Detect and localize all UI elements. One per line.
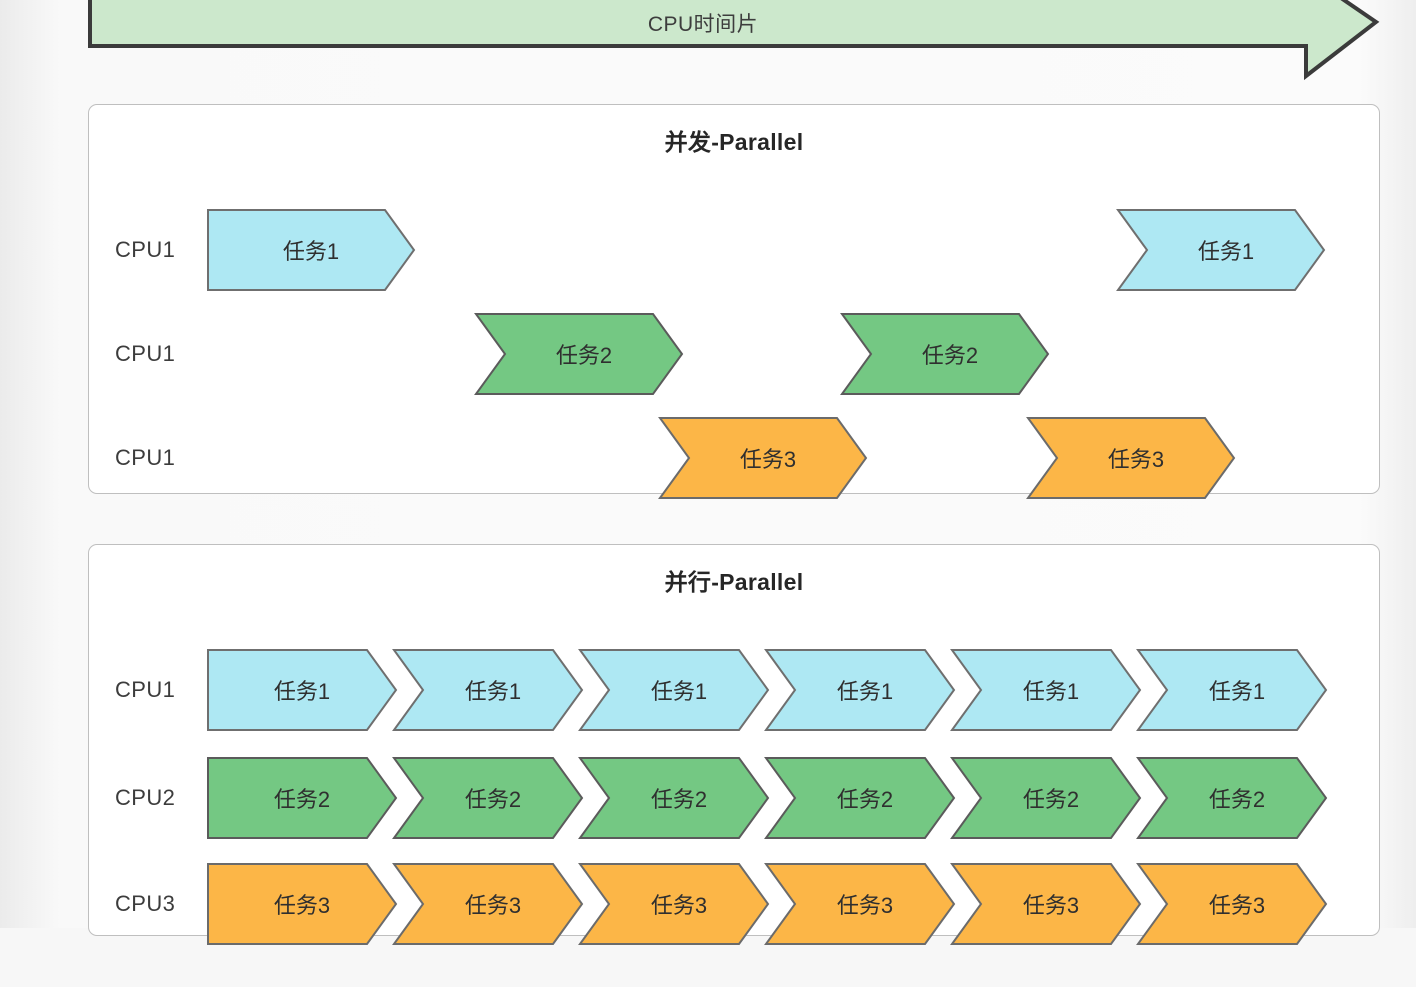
task-block-shape [392,649,584,731]
task-block-shape [658,417,868,499]
task-block[interactable]: 任务3 [1026,417,1236,499]
task-block-shape [207,649,398,731]
task-block[interactable]: 任务2 [207,757,398,839]
panel-concurrent-title: 并发-Parallel [664,129,804,155]
cpu-row: CPU1 任务1 任务1 [89,209,1379,291]
cpu-row-label: CPU3 [115,891,176,916]
cpu-row-label: CPU1 [115,445,176,470]
task-block-shape [1116,209,1326,291]
task-block[interactable]: 任务3 [1136,863,1328,945]
cpu-row: CPU1 任务2 任务2 [89,313,1379,395]
task-block[interactable]: 任务1 [764,649,956,731]
task-block[interactable]: 任务2 [392,757,584,839]
task-block[interactable]: 任务3 [207,863,398,945]
task-block[interactable]: 任务1 [207,209,416,291]
task-block-shape [950,649,1142,731]
cpu-row-label: CPU1 [115,237,176,262]
task-block[interactable]: 任务3 [950,863,1142,945]
task-block-shape [950,863,1142,945]
task-block-shape [392,757,584,839]
cpu-timeslice-arrow-shape [88,0,1380,81]
task-block-shape [578,863,770,945]
task-block[interactable]: 任务2 [764,757,956,839]
task-block-shape [1026,417,1236,499]
cpu-row-track: 任务2 任务2 [207,313,1379,395]
task-block-shape [840,313,1050,395]
task-block[interactable]: 任务1 [578,649,770,731]
task-block[interactable]: 任务3 [578,863,770,945]
cpu-row-label: CPU1 [115,677,176,702]
task-block[interactable]: 任务1 [207,649,398,731]
task-block[interactable]: 任务3 [658,417,868,499]
task-block[interactable]: 任务1 [950,649,1142,731]
task-block-shape [764,863,956,945]
task-block[interactable]: 任务1 [1136,649,1328,731]
cpu-timeslice-arrow: CPU时间片 [88,0,1380,81]
task-block-shape [1136,757,1328,839]
task-block-shape [474,313,684,395]
task-block[interactable]: 任务1 [392,649,584,731]
task-block-shape [950,757,1142,839]
task-block[interactable]: 任务2 [840,313,1050,395]
task-block[interactable]: 任务2 [474,313,684,395]
cpu-row-label: CPU1 [115,341,176,366]
task-block-shape [207,209,416,291]
task-block-shape [578,649,770,731]
task-block-shape [1136,649,1328,731]
task-block-shape [207,863,398,945]
task-block-shape [764,757,956,839]
task-block-shape [1136,863,1328,945]
cpu-row: CPU1 任务3 任务3 [89,417,1379,499]
cpu-row-track: 任务3 任务3 [207,417,1379,499]
task-block[interactable]: 任务3 [392,863,584,945]
cpu-row-label: CPU2 [115,785,176,810]
task-block[interactable]: 任务1 [1116,209,1326,291]
panel-parallel-title: 并行-Parallel [664,569,804,595]
task-block-shape [207,757,398,839]
cpu-row-track: 任务1 任务1 [207,209,1379,291]
task-block[interactable]: 任务3 [764,863,956,945]
task-block-shape [578,757,770,839]
task-block-shape [764,649,956,731]
task-block[interactable]: 任务2 [950,757,1142,839]
task-block[interactable]: 任务2 [1136,757,1328,839]
task-block[interactable]: 任务2 [578,757,770,839]
task-block-shape [392,863,584,945]
